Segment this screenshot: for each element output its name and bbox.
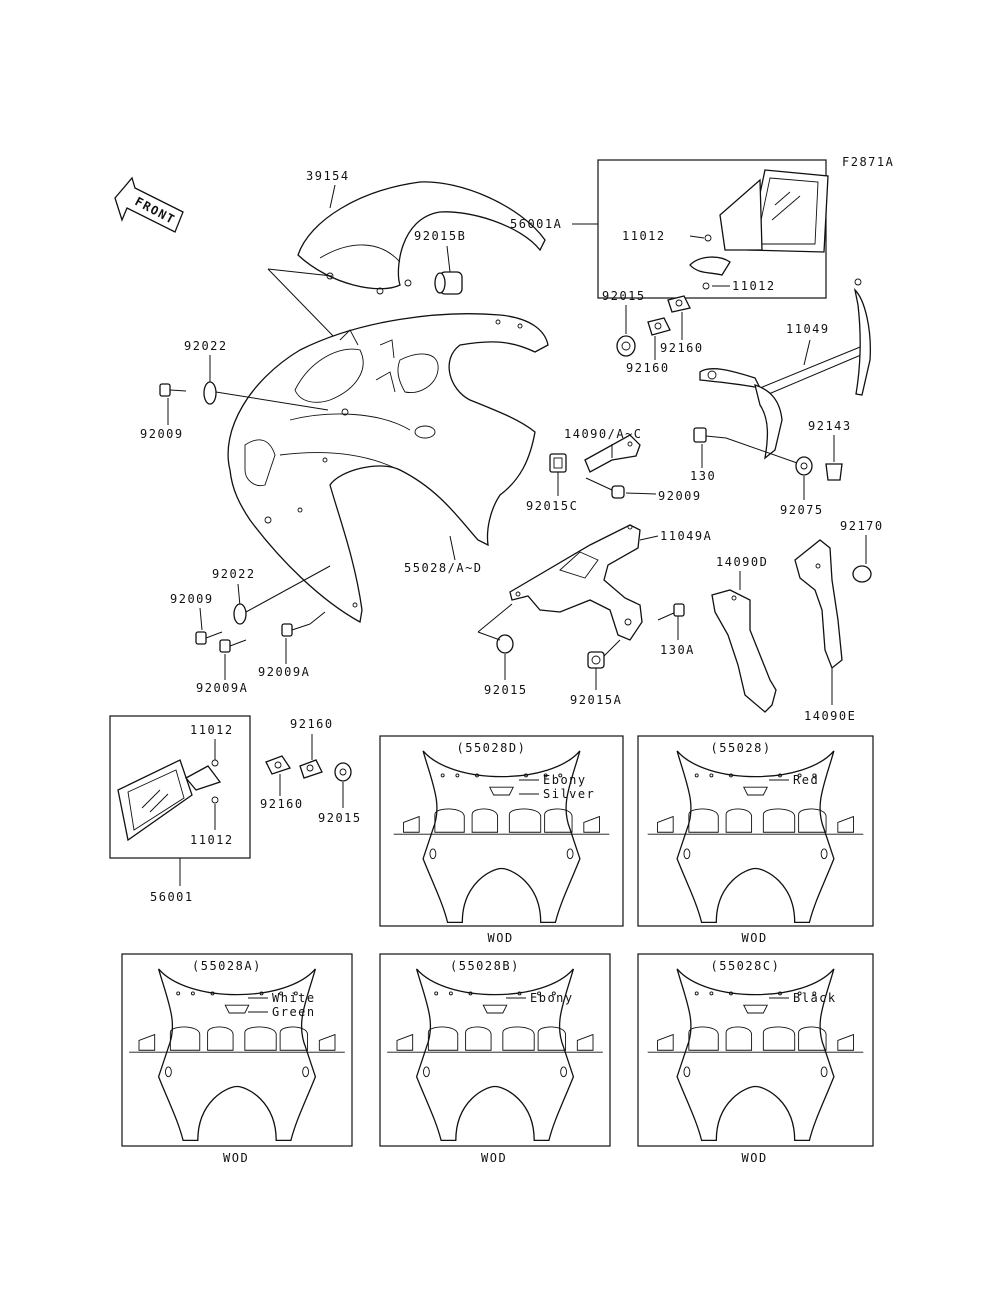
label-92015c: 92015C (526, 499, 578, 513)
label-56001: 56001 (150, 890, 194, 904)
variant-color-label: Green (272, 1005, 316, 1019)
variant-color-label: Black (793, 991, 837, 1005)
variant-note: WOD (488, 931, 514, 945)
variant-color-label: Silver (543, 787, 595, 801)
label-130a: 130A (660, 643, 695, 657)
variant-code: (55028A) (192, 959, 262, 973)
clip-92160-b (667, 295, 691, 313)
bolt-92009-b (585, 477, 625, 499)
mirror-56001a (689, 169, 829, 290)
nut-92015-top (616, 335, 636, 357)
clip-92015c (549, 453, 567, 473)
variant-frame (121, 953, 353, 1147)
label-11012-b: 11012 (732, 279, 776, 293)
label-92160-d: 92160 (260, 797, 304, 811)
nut-92015-mid (496, 634, 514, 654)
nut-92015a (587, 651, 605, 669)
label-92075: 92075 (780, 503, 824, 517)
label-92015-mid: 92015 (484, 683, 528, 697)
label-92009a-a: 92009A (196, 681, 248, 695)
mirror-56001 (117, 759, 222, 842)
label-11049: 11049 (786, 322, 830, 336)
variant-frame (637, 735, 874, 927)
label-11012-c: 11012 (190, 723, 234, 737)
variant-code: (55028D) (457, 741, 527, 755)
label-39154: 39154 (306, 169, 350, 183)
label-92160-a: 92160 (660, 341, 704, 355)
label-11012-a: 11012 (622, 229, 666, 243)
label-92022-b: 92022 (212, 567, 256, 581)
label-92009-a: 92009 (140, 427, 184, 441)
label-55028ad: 55028/A~D (404, 561, 483, 575)
mirror-inset-56001a (597, 159, 827, 299)
label-11012-d: 11012 (190, 833, 234, 847)
label-92160-b: 92160 (626, 361, 670, 375)
variant-color-label: Ebony (543, 773, 587, 787)
label-56001a: 56001A (510, 217, 562, 231)
label-11049a: 11049A (660, 529, 712, 543)
label-92009-c: 92009 (170, 592, 214, 606)
label-14090e: 14090E (804, 709, 856, 723)
grommet-92015b (434, 271, 463, 295)
nut-92075 (795, 456, 813, 476)
variant-frame (637, 953, 874, 1147)
label-92022-a: 92022 (184, 339, 228, 353)
bolt-92009-c (195, 631, 223, 645)
front-arrow-icon: FRONT (114, 176, 184, 233)
stay-11049a (509, 524, 643, 641)
stay-11049 (699, 278, 871, 460)
variant-code: (55028B) (450, 959, 520, 973)
label-92015a: 92015A (570, 693, 622, 707)
cap-92170 (852, 565, 872, 583)
bracket-14090d (711, 589, 777, 713)
clip-92160-c (265, 755, 292, 775)
nut-92015-low (334, 762, 352, 782)
variant-frame (379, 953, 611, 1147)
washer-92022-a (203, 381, 217, 405)
variant-note: WOD (742, 1151, 768, 1165)
label-92160-c: 92160 (290, 717, 334, 731)
clip-92160-d (299, 759, 323, 779)
bolt-92009a-a (219, 639, 247, 653)
label-92015b: 92015B (414, 229, 466, 243)
variant-color-label: Ebony (530, 991, 574, 1005)
bracket-14090e (794, 539, 843, 670)
label-92009-b: 92009 (658, 489, 702, 503)
label-92015-low: 92015 (318, 811, 362, 825)
windshield (297, 181, 546, 295)
variant-frame (379, 735, 624, 927)
label-130: 130 (690, 469, 716, 483)
variant-note: WOD (742, 931, 768, 945)
bolt-130 (693, 427, 727, 443)
cap-92143 (825, 463, 843, 481)
upper-cowl (227, 313, 549, 624)
variant-code: (55028) (711, 741, 772, 755)
label-14090d: 14090D (716, 555, 768, 569)
label-92143: 92143 (808, 419, 852, 433)
bolt-92009a-b (281, 623, 311, 637)
variant-color-label: Red (793, 773, 819, 787)
variant-code: (55028C) (711, 959, 781, 973)
label-92009a-b: 92009A (258, 665, 310, 679)
label-92170: 92170 (840, 519, 884, 533)
label-14090ac: 14090/A~C (564, 427, 643, 441)
washer-92022-b (233, 603, 247, 625)
clip-92160-a (647, 317, 671, 336)
variant-note: WOD (223, 1151, 249, 1165)
bolt-92009-a (159, 383, 187, 397)
label-92015-top: 92015 (602, 289, 646, 303)
variant-note: WOD (481, 1151, 507, 1165)
figure-code: F2871A (842, 155, 894, 169)
bolt-130a (657, 603, 685, 621)
variant-color-label: White (272, 991, 316, 1005)
